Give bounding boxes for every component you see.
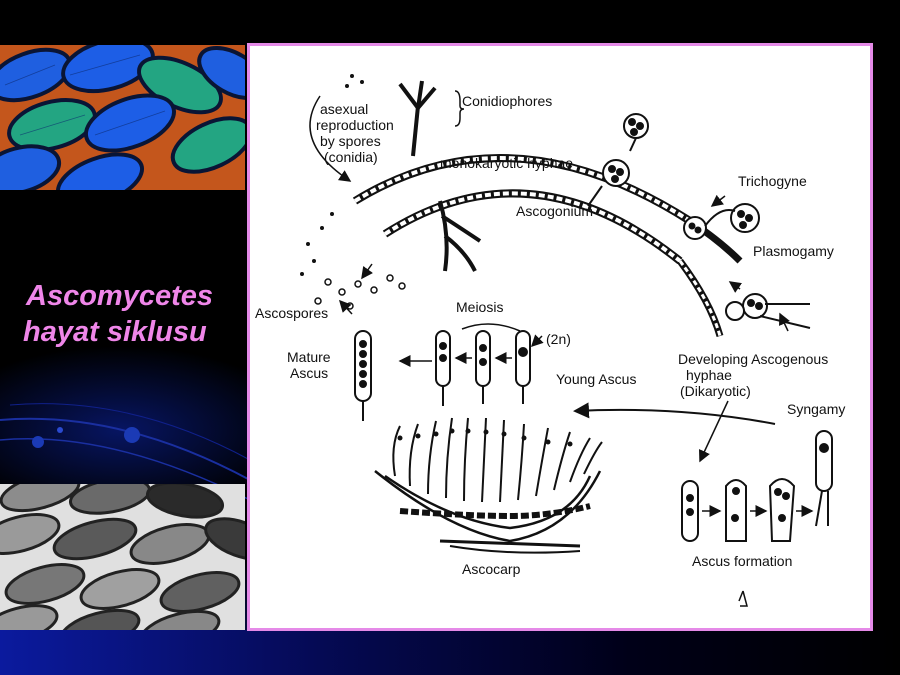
label-trichogyne: Trichogyne [738, 173, 807, 189]
syngamy-arrow [573, 402, 776, 425]
label-mature-1: Mature [287, 349, 331, 365]
label-developing-2: hyphae [686, 367, 732, 383]
label-monokaryotic: monokaryotic hyphae [440, 155, 573, 171]
label-asexual-4: (conidia) [324, 149, 378, 165]
ascocarp-drawing [374, 417, 603, 554]
label-asexual-3: by spores [320, 133, 381, 149]
butterfly-scales-color-photo [0, 45, 245, 190]
decorative-swirl [0, 403, 250, 501]
label-ascocarp: Ascocarp [462, 561, 521, 577]
label-conidiophores: Conidiophores [462, 93, 552, 109]
label-meiosis: Meiosis [456, 299, 503, 315]
asexual-cycle-arrow [309, 95, 352, 182]
conidia-spores [300, 74, 364, 276]
mature-ascus [354, 330, 372, 421]
label-asexual-2: reproduction [316, 117, 394, 133]
meiosis-asci [435, 330, 531, 406]
label-asexual-1: asexual [320, 101, 368, 117]
branching-hyphae [438, 200, 482, 272]
label-mature-2: Ascus [290, 365, 328, 381]
label-developing-1: Developing Ascogenous [678, 351, 828, 367]
label-syngamy: Syngamy [787, 401, 845, 417]
label-ascus-formation: Ascus formation [692, 553, 792, 569]
slide-title: Ascomycetes hayat siklusu [18, 278, 243, 350]
bottom-gradient-bar [0, 630, 900, 675]
label-plasmogamy: Plasmogamy [753, 243, 834, 259]
label-young-ascus: Young Ascus [556, 371, 636, 387]
label-two-n: (2n) [546, 331, 571, 347]
label-developing-3: (Dikaryotic) [680, 383, 751, 399]
ascus-formation-sequence [681, 430, 833, 542]
butterfly-scales-grayscale-photo [0, 484, 245, 630]
life-cycle-diagram: asexual reproduction by spores (conidia)… [247, 43, 873, 631]
label-ascospores: Ascospores [255, 305, 328, 321]
ascogonium-structures [587, 113, 811, 329]
diagram-labels: asexual reproduction by spores (conidia)… [255, 93, 845, 577]
label-ascogonium: Ascogonium [516, 203, 593, 219]
ascospores-dots [314, 274, 406, 310]
conidiophores-drawing [398, 80, 437, 157]
title-line-2: hayat siklusu [23, 316, 207, 348]
lower-hypha [382, 189, 724, 337]
title-line-1: Ascomycetes [26, 280, 213, 312]
